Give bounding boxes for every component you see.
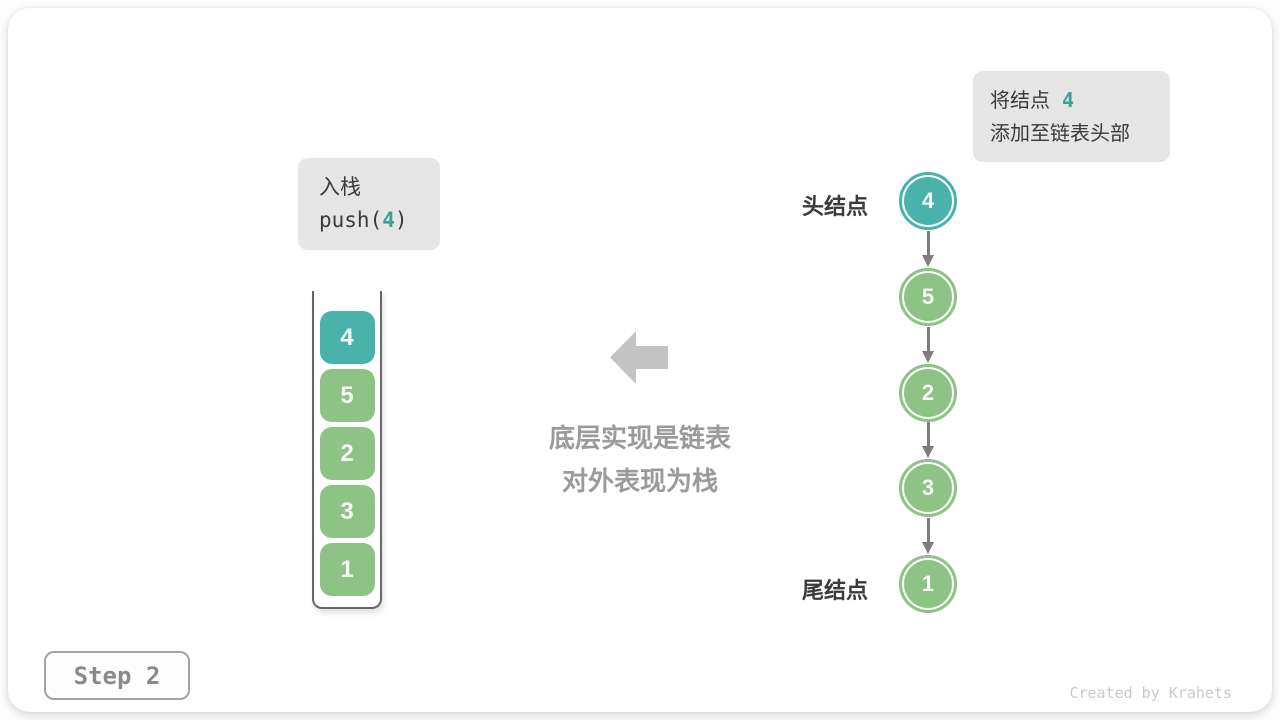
push-box-title: 入栈 [319, 176, 361, 199]
caption: 底层实现是链表 对外表现为栈 [505, 417, 775, 503]
list-node-value: 1 [904, 560, 952, 608]
push-code: push(4) [319, 204, 440, 237]
credit-text: Created by Krahets [1069, 684, 1232, 702]
arrow-down-icon [922, 327, 934, 363]
annotation-line-1: 将结点 4 [990, 84, 1170, 118]
list-node: 4 [899, 172, 957, 230]
annotation-box: 将结点 4 添加至链表头部 [973, 71, 1170, 162]
arrow-down-icon [922, 422, 934, 458]
push-operation-box: 入栈 push(4) [298, 158, 440, 250]
head-node-label: 头结点 [801, 194, 868, 219]
arrow-down-icon [922, 231, 934, 267]
list-node-value: 4 [904, 177, 952, 225]
left-arrow-icon [610, 331, 668, 384]
list-node: 2 [899, 364, 957, 422]
push-code-prefix: push( [319, 208, 383, 232]
stack-item-value: 2 [340, 439, 354, 467]
stack-container: 4 5 2 3 1 [312, 291, 382, 609]
stack-item-value: 4 [340, 323, 354, 351]
push-code-suffix: ) [394, 208, 408, 232]
stack-item-value: 1 [340, 555, 354, 583]
caption-line-2: 对外表现为栈 [561, 466, 718, 496]
annotation-line-1-text: 将结点 [990, 90, 1050, 112]
arrow-down-icon [922, 518, 934, 554]
list-node-value: 2 [904, 369, 952, 417]
caption-line-1: 底层实现是链表 [548, 423, 731, 453]
list-node-value: 3 [904, 464, 952, 512]
tail-node-label: 尾结点 [801, 578, 868, 603]
stack-item-value: 3 [340, 497, 354, 525]
stack-item: 3 [319, 485, 375, 538]
stack-item: 1 [319, 543, 375, 596]
push-code-value: 4 [382, 208, 395, 232]
stack-item: 5 [319, 369, 375, 422]
list-node: 1 [899, 555, 957, 613]
annotation-line-1-value: 4 [1062, 88, 1075, 112]
list-node: 3 [899, 459, 957, 517]
stack-item: 4 [319, 311, 375, 364]
stack-item: 2 [319, 427, 375, 480]
list-node: 5 [899, 268, 957, 326]
annotation-line-2: 添加至链表头部 [990, 123, 1130, 145]
list-node-value: 5 [904, 273, 952, 321]
step-badge: Step 2 [44, 651, 190, 700]
stack-item-value: 5 [340, 381, 354, 409]
